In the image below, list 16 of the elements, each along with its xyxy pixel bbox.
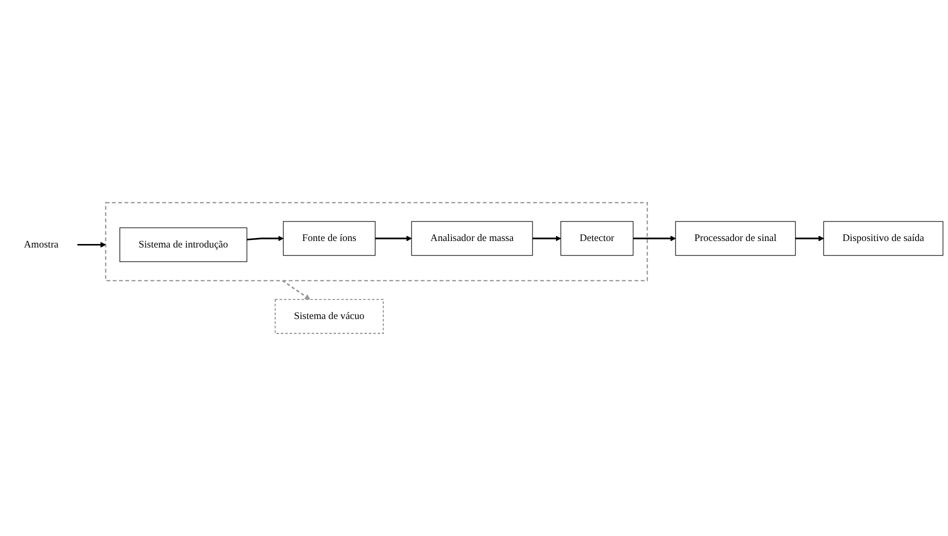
node-box: Dispositivo de saída [823,221,944,256]
arrow [633,236,676,242]
cluster [105,202,648,282]
arrow [375,236,412,242]
arrow [77,242,106,248]
arrow [795,236,824,242]
node-box: Sistema de introdução [120,227,248,262]
node-box: Processador de sinal [675,221,796,256]
node-box: Fonte de íons [282,221,376,256]
arrow [532,236,562,242]
arrow [246,236,284,242]
node-text: Amostra [24,239,59,250]
node-box: Detector [560,221,634,256]
node-box: Analisador de massa [411,221,533,256]
node-box: Sistema de vácuo [274,298,384,334]
arrow [282,280,310,300]
